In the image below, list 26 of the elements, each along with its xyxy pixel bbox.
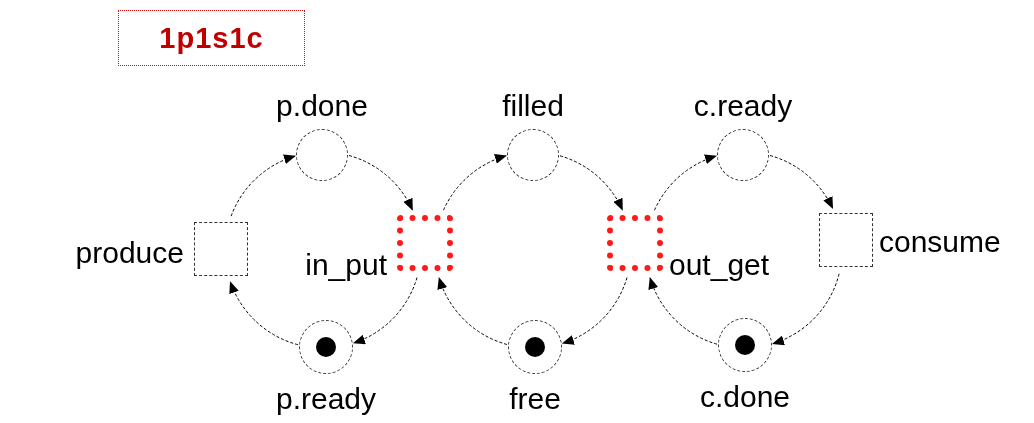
arc-arrow xyxy=(769,155,834,210)
arc-arrow xyxy=(443,154,507,211)
arc-arrow xyxy=(649,277,718,345)
token-dot xyxy=(525,337,545,357)
arc-arrow xyxy=(654,155,717,211)
arc-arrow xyxy=(348,155,413,211)
place-label: filled xyxy=(502,91,564,121)
token-dot xyxy=(735,335,755,355)
arc-arrow xyxy=(772,273,840,345)
transition-label: in_put xyxy=(305,250,387,280)
transition-label: consume xyxy=(879,227,1001,257)
place-label: p.ready xyxy=(275,384,377,414)
transition-label: produce xyxy=(75,238,184,268)
place-label: c.done xyxy=(699,382,791,412)
transition-label: out_get xyxy=(669,250,770,280)
token-dot xyxy=(316,337,336,357)
arc-arrow xyxy=(561,277,628,344)
place-label: c.ready xyxy=(693,91,793,121)
title-box: 1p1s1c xyxy=(118,10,305,66)
arc-arrow xyxy=(230,155,296,217)
arc-arrow xyxy=(559,155,623,211)
arc-arrow xyxy=(352,277,418,344)
place-label: free xyxy=(509,384,561,414)
arc-arrow xyxy=(229,281,299,346)
arc-arrow xyxy=(438,277,508,345)
place-label: p.done xyxy=(276,91,368,121)
